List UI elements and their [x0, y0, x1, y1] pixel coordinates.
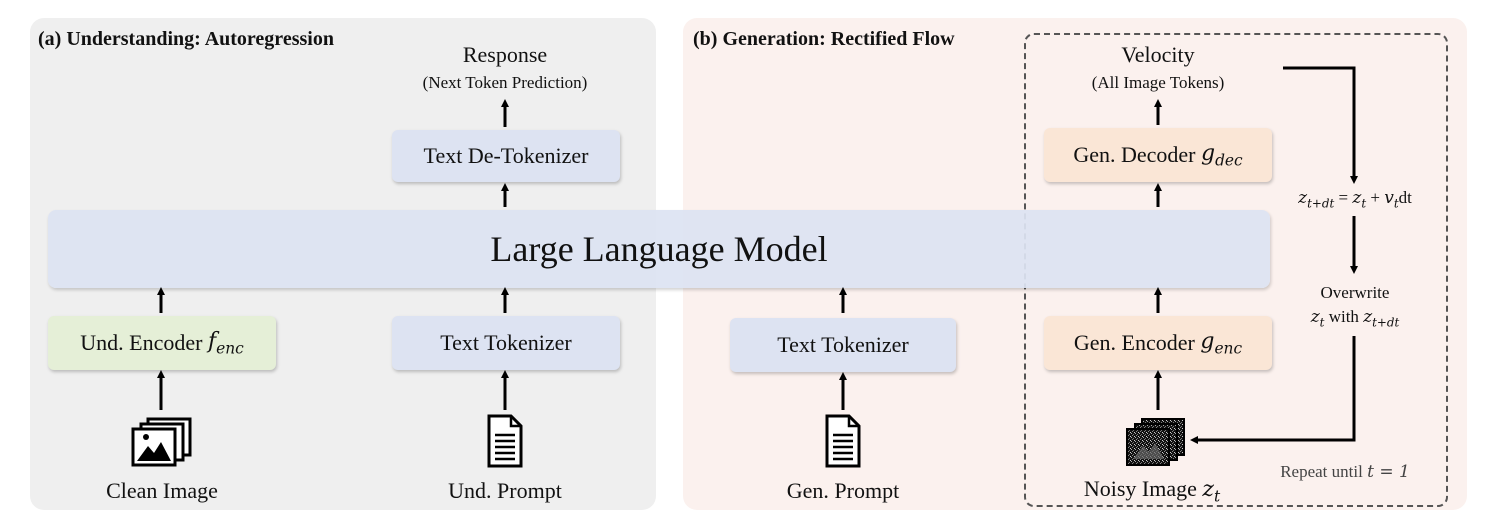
velocity-label: Velocity — [1121, 42, 1195, 67]
large-language-model-box: Large Language Model — [48, 210, 1270, 288]
overwrite-detail: zt with zt+dt — [1310, 307, 1400, 330]
repeat-until-label: Repeat until t = 1 — [1280, 462, 1410, 482]
gen-text-tokenizer-box: Text Tokenizer — [730, 318, 956, 372]
generation-panel-title: (b) Generation: Rectified Flow — [693, 28, 955, 50]
loop-overwrite-to-noisy — [1190, 336, 1356, 444]
noisy-image-stack-icon — [1126, 418, 1185, 466]
image-stack-icon — [131, 417, 192, 467]
document-icon — [825, 414, 861, 468]
response-sublabel: (Next Token Prediction) — [422, 73, 588, 92]
gen-encoder-box: Gen. Encoder genc — [1044, 316, 1272, 370]
document-icon — [487, 414, 523, 468]
gen-prompt-label: Gen. Prompt — [786, 478, 900, 503]
noisy-image-label: Noisy Image zt — [1083, 476, 1221, 506]
gen-decoder-box: Gen. Decoder gdec — [1044, 128, 1272, 182]
und-prompt-label: Und. Prompt — [448, 478, 562, 503]
understanding-panel-title: (a) Understanding: Autoregression — [38, 28, 334, 50]
und-encoder-symbol: fenc — [207, 328, 244, 358]
velocity-sublabel: (All Image Tokens) — [1091, 73, 1225, 92]
gen-decoder-label: Gen. Decoder — [1073, 142, 1196, 167]
und-encoder-label: Und. Encoder — [80, 330, 203, 355]
response-label: Response — [462, 42, 548, 67]
clean-image-label: Clean Image — [106, 478, 218, 503]
text-detokenizer-box: Text De-Tokenizer — [392, 130, 620, 182]
update-equation: zt+dt = zt + vtdt — [1298, 188, 1412, 211]
und-encoder-box: Und. Encoder fenc — [48, 316, 276, 370]
gen-decoder-symbol: gdec — [1200, 140, 1243, 170]
loop-velocity-to-update — [1283, 66, 1358, 184]
und-text-tokenizer-box: Text Tokenizer — [392, 316, 620, 370]
gen-encoder-symbol: genc — [1200, 328, 1243, 358]
overwrite-label: Overwrite — [1320, 283, 1390, 302]
gen-encoder-label: Gen. Encoder — [1073, 330, 1195, 355]
